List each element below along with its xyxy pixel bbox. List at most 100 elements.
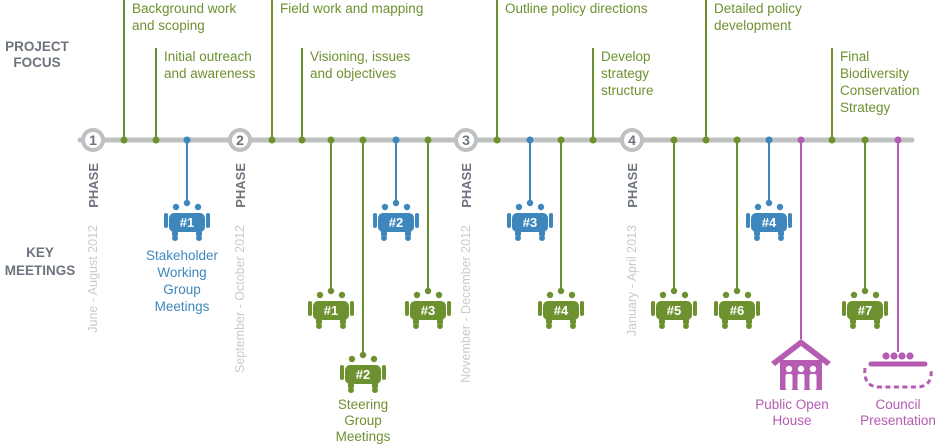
meeting-table	[512, 213, 548, 232]
person-icon	[539, 231, 545, 236]
meeting-steering: #5	[651, 136, 697, 329]
person-icon	[850, 291, 858, 299]
person-icon	[196, 231, 202, 236]
person-icon	[172, 203, 180, 211]
meeting-table	[378, 213, 414, 232]
person-icon	[308, 301, 312, 316]
caption-line: Working	[157, 265, 206, 280]
phase-number: 4	[628, 132, 636, 148]
person-icon	[348, 383, 354, 388]
focus-item-line: Background work	[132, 1, 237, 16]
meeting-number: #3	[523, 215, 537, 230]
person-icon	[515, 231, 521, 236]
meeting-dot	[765, 136, 773, 144]
phase-marker	[228, 128, 252, 152]
meeting-table	[656, 301, 692, 320]
person-icon	[413, 319, 419, 324]
meeting-dot	[183, 136, 191, 144]
person-icon	[659, 319, 665, 324]
person-icon	[338, 291, 346, 299]
person-icon	[539, 235, 545, 241]
person-icon	[340, 323, 346, 329]
meeting-number: #4	[762, 215, 777, 230]
focus-item-line: Detailed policy	[714, 1, 802, 16]
meeting-dot	[670, 136, 678, 144]
meeting-number: #7	[858, 303, 872, 318]
focus-item-label: Field work and mapping	[280, 1, 423, 16]
meeting-dot	[327, 136, 335, 144]
phase-label: PHASE	[459, 163, 474, 208]
person-icon	[546, 319, 552, 324]
phase-dates: January - April 2013	[625, 225, 639, 336]
focus-dot	[828, 136, 836, 144]
phase-dates: September - October 2012	[233, 225, 247, 373]
person-icon	[681, 291, 689, 299]
phase-number: 2	[236, 132, 244, 148]
person-icon	[797, 365, 805, 373]
person-icon	[373, 213, 377, 228]
person-icon	[722, 323, 728, 329]
focus-item-line: Conservation	[840, 83, 920, 98]
person-icon	[437, 323, 443, 329]
person-icon	[206, 213, 210, 228]
person-icon	[744, 291, 752, 299]
phase-number: 3	[462, 132, 470, 148]
meeting-number: #2	[389, 215, 403, 230]
phase-label: PHASE	[233, 163, 248, 208]
focus-item-label: Outline policy directions	[505, 1, 648, 16]
person-icon	[415, 213, 419, 228]
phase-marker	[620, 128, 644, 152]
person-icon	[906, 352, 914, 360]
person-icon	[683, 319, 689, 324]
focus-item-line: structure	[601, 83, 654, 98]
key-meetings-label-line: KEY	[26, 245, 54, 260]
person-icon	[882, 352, 890, 360]
person-icon	[651, 301, 655, 316]
person-icon	[172, 231, 178, 236]
person-icon	[850, 323, 856, 329]
focus-item-line: Visioning, issues	[310, 49, 411, 64]
person-icon	[526, 199, 534, 207]
meeting-number: #5	[667, 303, 681, 318]
person-icon	[413, 323, 419, 329]
person-icon	[549, 213, 553, 228]
meeting-dot	[526, 136, 534, 144]
person-icon	[413, 291, 421, 299]
person-icon	[754, 235, 760, 241]
caption-line: Council	[875, 397, 920, 412]
phase-marker	[81, 128, 105, 152]
phase-dates: June - August 2012	[86, 225, 100, 333]
person-icon	[778, 231, 784, 236]
meeting-open_house	[771, 136, 831, 390]
person-icon	[714, 301, 718, 316]
person-icon	[403, 203, 411, 211]
person-icon	[392, 199, 400, 207]
person-icon	[754, 203, 762, 211]
person-icon	[722, 291, 730, 299]
meeting-number: #4	[554, 303, 569, 318]
person-icon	[538, 301, 542, 316]
person-icon	[785, 365, 793, 373]
person-icon	[340, 319, 346, 324]
person-icon	[405, 235, 411, 241]
focus-item-line: Develop	[601, 49, 651, 64]
person-icon	[754, 231, 760, 236]
meeting-stakeholder: #2	[373, 136, 419, 241]
person-icon	[515, 235, 521, 241]
meeting-council	[863, 136, 933, 389]
person-icon	[788, 213, 792, 228]
phase-marker	[454, 128, 478, 152]
person-icon	[746, 213, 750, 228]
meeting-table	[719, 301, 755, 320]
focus-dot	[268, 136, 276, 144]
meeting-stakeholder: #3	[507, 136, 553, 241]
person-icon	[546, 323, 552, 329]
person-icon	[874, 319, 880, 324]
person-icon	[164, 213, 168, 228]
person-icon	[568, 291, 576, 299]
project-focus-label-line: FOCUS	[13, 55, 60, 70]
